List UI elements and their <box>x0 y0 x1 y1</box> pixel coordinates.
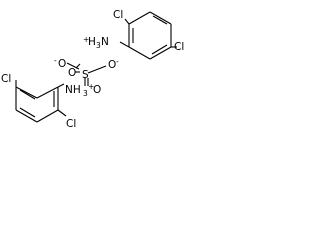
upper-chlorine-label: Cl <box>113 9 123 21</box>
upper-c-cl-bond <box>124 18 130 25</box>
lower-ammonium-subscript: 3 <box>83 89 88 98</box>
sulfate-right-oxygen-label: O <box>108 59 116 71</box>
sulfate-group <box>66 62 107 86</box>
upper-ammonium-n-label: N <box>101 36 109 48</box>
lower-left-chlorine-label: Cl <box>1 73 11 85</box>
chemical-structure: Cl + H 3 N Cl O - O - O S O Cl NH 3 + Cl <box>1 9 184 130</box>
sulfate-left-oxygen-charge: - <box>54 56 57 65</box>
upper-right-chlorine-label: Cl <box>174 41 184 53</box>
lower-chlorine-label: Cl <box>66 118 76 130</box>
upper-c-n-bond <box>119 41 130 48</box>
lower-ammonium-charge: + <box>88 82 94 91</box>
sulfate-right-oxygen-charge: - <box>116 57 119 66</box>
upper-ammonium-h-label: H <box>88 36 96 48</box>
lower-ammonium-label: NH <box>65 84 81 96</box>
sulfur-label: S <box>82 69 89 81</box>
sulfate-left-oxygen-label: O <box>58 58 66 70</box>
lower-aromatic-ring <box>15 86 59 123</box>
sulfate-top-oxygen-label: O <box>68 67 76 79</box>
upper-ammonium-subscript: 3 <box>96 41 101 50</box>
sulfate-bottom-oxygen-label: O <box>93 84 101 96</box>
lower-c-n-bond <box>57 83 65 88</box>
lower-c-cl-bond <box>57 109 67 117</box>
upper-ammonium-charge: + <box>83 35 89 44</box>
upper-aromatic-ring <box>128 11 172 60</box>
